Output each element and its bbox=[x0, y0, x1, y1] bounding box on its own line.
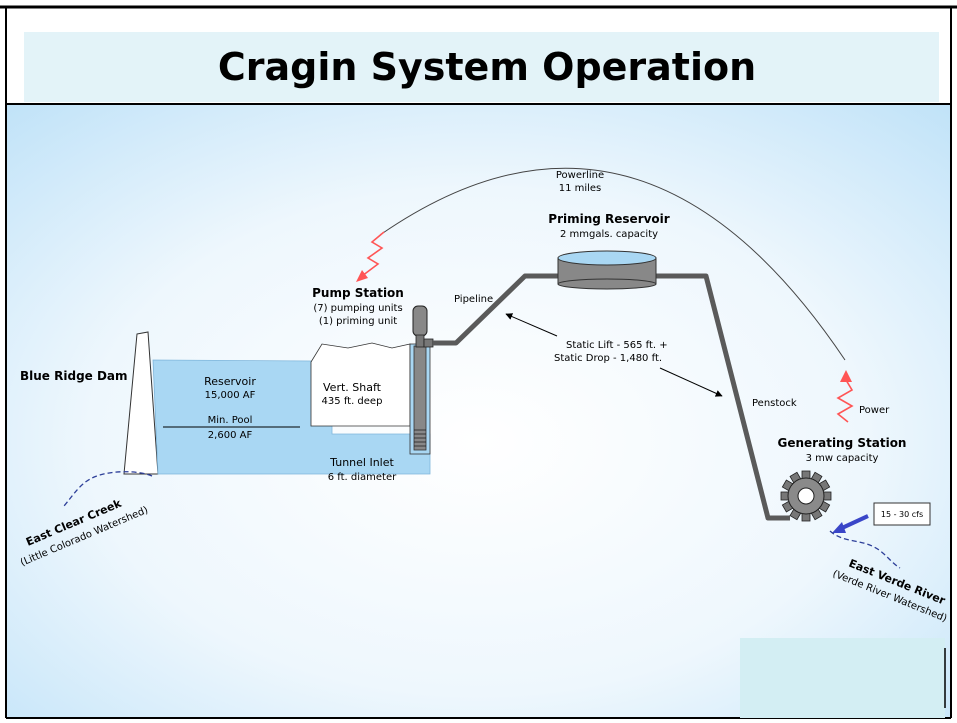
min-pool-title: Min. Pool bbox=[208, 415, 253, 426]
tunnel-title: Tunnel Inlet bbox=[329, 456, 394, 469]
flow-label: 15 - 30 cfs bbox=[881, 510, 923, 519]
pump-station-title: Pump Station bbox=[312, 286, 404, 300]
priming-title: Priming Reservoir bbox=[548, 212, 670, 226]
shaft-depth: 435 ft. deep bbox=[322, 396, 383, 407]
east-clear-creek-line bbox=[63, 471, 153, 507]
static-drop-arrow bbox=[659, 367, 723, 397]
static-drop-label: Static Drop - 1,480 ft. bbox=[554, 353, 662, 364]
static-lift-arrow bbox=[505, 313, 558, 337]
generating-title: Generating Station bbox=[778, 436, 907, 450]
pump-motor bbox=[412, 305, 428, 337]
penstock bbox=[656, 273, 790, 521]
static-lift-label: Static Lift - 565 ft. + bbox=[566, 340, 668, 351]
powerline-arc bbox=[379, 167, 846, 361]
reservoir-title: Reservoir bbox=[204, 375, 256, 388]
pump-neck bbox=[415, 334, 425, 348]
tunnel-diameter: 6 ft. diameter bbox=[328, 472, 397, 483]
outlet-flow-arrow bbox=[832, 514, 869, 533]
flow-box bbox=[873, 502, 931, 526]
priming-capacity: 2 mmgals. capacity bbox=[560, 229, 658, 240]
pump-units: (7) pumping units bbox=[313, 303, 402, 314]
title-box bbox=[24, 32, 939, 102]
reservoir-volume: 15,000 AF bbox=[205, 390, 256, 401]
min-pool-volume: 2,600 AF bbox=[208, 430, 253, 441]
power-out-icon bbox=[836, 370, 854, 423]
pipeline-label: Pipeline bbox=[454, 294, 493, 305]
power-label: Power bbox=[859, 405, 890, 416]
power-in-icon bbox=[356, 231, 385, 282]
pipeline bbox=[433, 273, 558, 346]
shaft-title: Vert. Shaft bbox=[323, 381, 382, 394]
penstock-label: Penstock bbox=[752, 398, 797, 409]
powerline-title: Powerline bbox=[556, 170, 604, 181]
powerline-length: 11 miles bbox=[559, 183, 602, 194]
dam-label: Blue Ridge Dam bbox=[20, 369, 128, 383]
corner-box bbox=[740, 638, 945, 718]
slide-title: Cragin System Operation bbox=[218, 45, 756, 89]
generator-gear-icon bbox=[780, 470, 832, 522]
priming-unit: (1) priming unit bbox=[319, 316, 397, 327]
generating-capacity: 3 mw capacity bbox=[806, 453, 879, 464]
riser-rings bbox=[414, 429, 426, 447]
priming-reservoir-tank bbox=[557, 250, 657, 290]
pump-outlet bbox=[423, 338, 434, 348]
